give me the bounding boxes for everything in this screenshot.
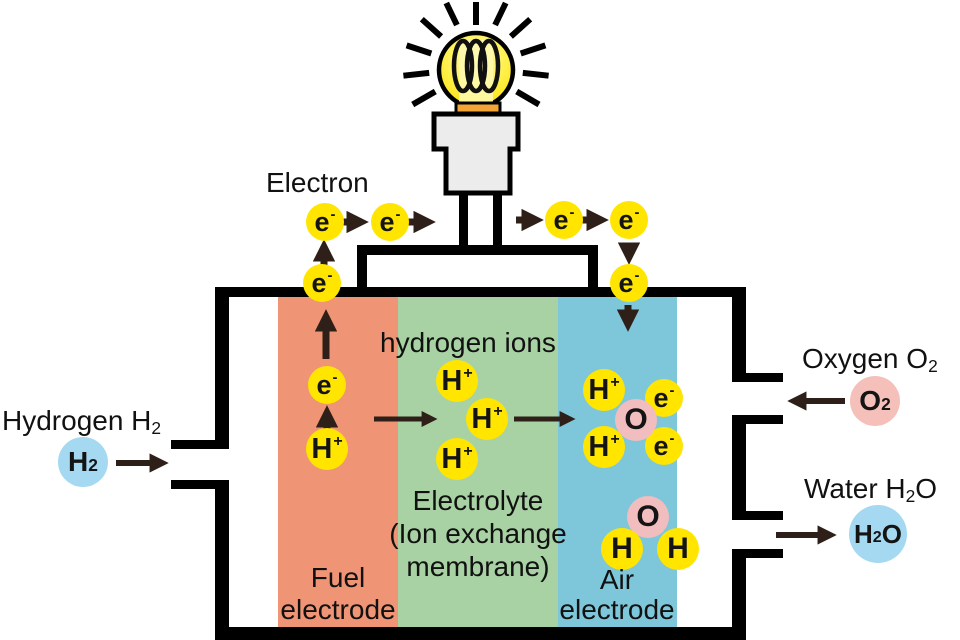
hydrogen-ion-circle: H+	[583, 369, 625, 411]
bulb-socket	[431, 111, 521, 196]
water-outlet-stub-bottom	[732, 549, 783, 558]
circuit-bus-wire	[357, 245, 598, 255]
hydrogen-atom-circle: H	[601, 528, 643, 570]
electron-circle: e-	[610, 201, 648, 239]
cell-bottom-wall	[215, 627, 746, 640]
hydrogen-ion-circle: H+	[306, 428, 348, 470]
hydrogen-ion-circle: H+	[436, 438, 478, 480]
oxygen-inlet-label: Oxygen O2	[802, 343, 938, 376]
water-outlet-stub-top	[732, 511, 783, 520]
hydrogen-ion-circle: H+	[583, 426, 625, 468]
hydrogen-ions-label: hydrogen ions	[380, 327, 556, 358]
electrolyte-label-line3: membrane)	[406, 551, 550, 582]
hydrogen-ion-circle: H+	[436, 360, 478, 402]
cell-right-wall-middle	[732, 415, 746, 520]
oxygen-inlet-stub-bottom	[732, 415, 783, 424]
hydrogen-inlet-stub-bottom	[171, 480, 229, 489]
cell-left-wall-lower	[215, 480, 229, 640]
cell-left-wall-upper	[215, 287, 229, 448]
water-outlet-label: Water H2O	[804, 473, 938, 506]
cell-right-wall-lower	[732, 549, 746, 640]
circuit-right-riser-wire	[588, 245, 598, 289]
fuel-electrode-label-line2: electrode	[280, 594, 396, 625]
hydrogen-inlet-stub-top	[171, 440, 229, 449]
fuel-electrode-label: Fuel electrode	[268, 562, 408, 626]
electron-circle: e-	[545, 201, 583, 239]
air-electrode-label-line1: Air	[599, 564, 635, 595]
electron-circle: e-	[308, 366, 346, 404]
electrolyte-band	[398, 296, 558, 627]
bulb-filament-icon	[451, 38, 501, 94]
bulb-rays-icon	[403, 1, 549, 108]
hydrogen-ion-circle: H+	[466, 398, 508, 440]
circuit-left-riser-wire	[357, 245, 367, 289]
oxygen-atom-circle: O	[615, 399, 657, 441]
bulb-left-leg-wire	[459, 189, 468, 248]
bulb-neck	[454, 101, 502, 117]
air-electrode-label: Air electrode	[547, 565, 687, 625]
bulb-right-leg-wire	[493, 189, 502, 248]
electrolyte-label-line1: Electrolyte	[412, 485, 544, 516]
electrolyte-label-line2: (Ion exchange	[389, 518, 567, 549]
oxygen-inlet-stub-top	[732, 373, 783, 382]
fuel-electrode-label-line1: Fuel	[310, 562, 366, 593]
electron-circle: e-	[371, 203, 409, 241]
cell-right-wall-upper	[732, 287, 746, 382]
electron-circle: e-	[303, 264, 341, 302]
electron-circle: e-	[306, 203, 344, 241]
electron-label: Electron	[266, 167, 369, 198]
electrolyte-label: Electrolyte (Ion exchange membrane)	[368, 484, 588, 583]
air-electrode-label-line2: electrode	[559, 594, 675, 625]
hydrogen-atom-circle: H	[657, 528, 699, 570]
cell-top-wall	[215, 287, 746, 297]
hydrogen-inlet-label: Hydrogen H2	[2, 405, 162, 438]
light-bulb-icon	[431, 30, 521, 196]
electron-circle: e-	[610, 264, 648, 302]
